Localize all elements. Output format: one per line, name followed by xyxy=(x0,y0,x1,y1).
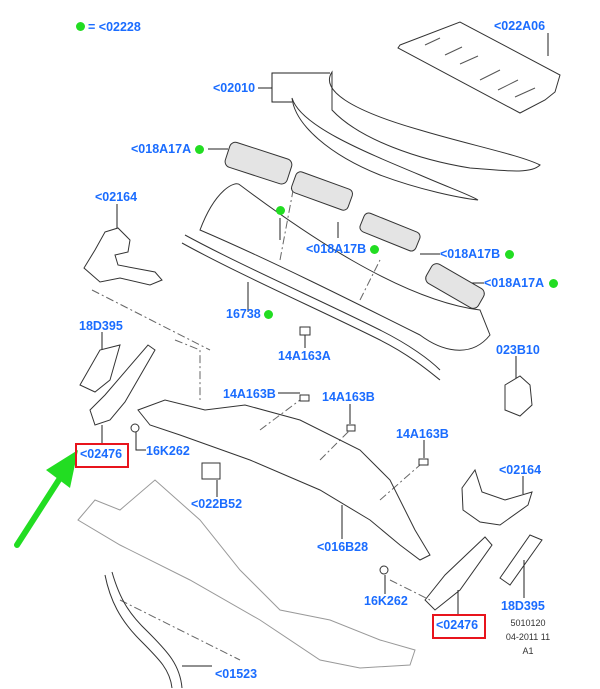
label-bracket-left[interactable]: <02164 xyxy=(95,190,138,204)
fastener-marker-icon xyxy=(195,145,204,154)
label-grille-b-right[interactable]: <018A17B xyxy=(440,247,501,261)
illustration-date: 04-2011 11 xyxy=(505,632,551,642)
label-reinforcement-left[interactable]: <02476 xyxy=(80,447,123,461)
label-cowl-cover[interactable]: <022A06 xyxy=(494,19,546,33)
label-grille-a-right[interactable]: <018A17A xyxy=(484,276,545,290)
highlight-box-right xyxy=(432,614,486,639)
label-pushpin-right[interactable]: 16K262 xyxy=(364,594,408,608)
cowl-top-panel-part xyxy=(137,399,431,561)
label-clip-b2[interactable]: 14A163B xyxy=(322,390,375,404)
label-seal[interactable]: 16738 xyxy=(226,307,261,321)
label-clip-b1[interactable]: 14A163B xyxy=(223,387,276,401)
label-clip-a[interactable]: 14A163A xyxy=(278,349,331,363)
illustration-code: 5010120 xyxy=(510,618,546,628)
seal-part xyxy=(181,183,491,381)
fastener-marker-icon xyxy=(276,206,285,215)
label-cowl-top-panel[interactable]: <016B28 xyxy=(317,540,369,554)
label-duct-right[interactable]: 18D395 xyxy=(501,599,545,613)
cowl-panel-part xyxy=(291,70,541,201)
pointer-arrow-icon xyxy=(14,450,78,548)
cap-part xyxy=(504,375,533,417)
label-mount[interactable]: <022B52 xyxy=(191,497,243,511)
leader-lines xyxy=(101,33,549,667)
label-cowl-panel-grille[interactable]: <02010 xyxy=(213,81,256,95)
clips xyxy=(130,326,429,575)
bracket-right-part xyxy=(461,468,533,526)
label-bracket-right[interactable]: <02164 xyxy=(499,463,542,477)
fastener-marker-icon xyxy=(370,245,379,254)
fastener-marker-icon xyxy=(549,279,558,288)
illustration-revision: A1 xyxy=(522,646,534,656)
grille-inserts xyxy=(224,141,485,309)
bracket-left-part xyxy=(83,227,163,286)
fastener-marker-icon xyxy=(264,310,273,319)
label-drain-hose[interactable]: <01523 xyxy=(215,667,258,681)
label-pushpin-left[interactable]: 16K262 xyxy=(146,444,190,458)
label-cap[interactable]: 023B10 xyxy=(496,343,540,357)
assembly-lines xyxy=(91,179,431,661)
label-duct-left[interactable]: 18D395 xyxy=(79,319,123,333)
cowl-cover-part xyxy=(397,21,561,114)
label-clip-b3[interactable]: 14A163B xyxy=(396,427,449,441)
highlight-box-left xyxy=(75,443,129,468)
duct-right-part xyxy=(499,534,543,586)
legend-text: = <02228 xyxy=(88,20,141,34)
duct-left-part xyxy=(79,344,121,393)
legend-marker-icon xyxy=(76,22,85,31)
drain-hose-part xyxy=(104,571,183,689)
reinforcement-right-part xyxy=(424,536,493,611)
fastener-marker-icon xyxy=(505,250,514,259)
reinforcement-left-part xyxy=(89,344,156,426)
label-grille-a-left[interactable]: <018A17A xyxy=(131,142,192,156)
label-reinforcement-right[interactable]: <02476 xyxy=(436,618,479,632)
label-grille-b-center[interactable]: <018A17B xyxy=(306,242,367,256)
dash-panel-part xyxy=(77,479,416,669)
